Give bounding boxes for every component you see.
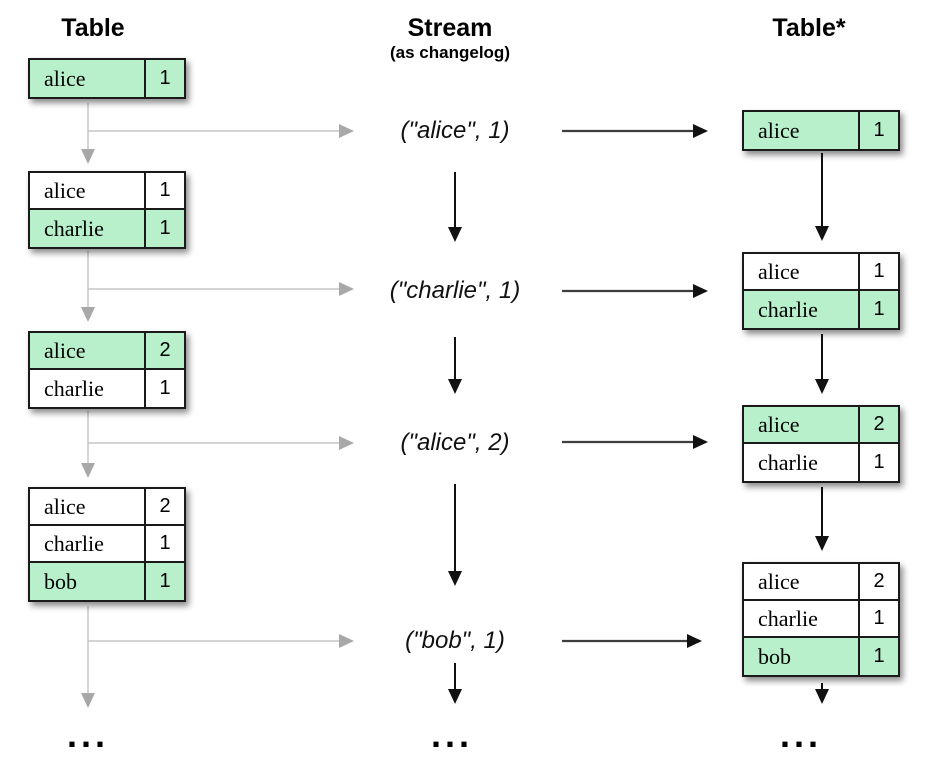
row-key: alice [758,411,800,437]
row-key: charlie [44,375,104,401]
table-row-charlie: charlie 1 [30,526,184,563]
row-value: 1 [858,291,898,328]
row-key: alice [758,117,800,143]
row-value: 1 [858,254,898,289]
right-table-3: alice 2 charlie 1 [742,405,900,483]
right-column-ellipsis: ... [779,714,823,755]
table-row-alice: alice 2 [30,333,184,370]
row-key: charlie [758,296,818,322]
row-key: bob [758,643,791,669]
table-row-charlie: charlie 1 [744,291,898,328]
row-key: charlie [44,530,104,556]
row-value: 2 [858,564,898,599]
row-key: alice [758,258,800,284]
stream-column-title: Stream [407,14,493,42]
row-value: 1 [144,60,184,97]
stream-event-1: ("alice", 1) [400,117,510,144]
table-row-charlie: charlie 1 [744,601,898,638]
table-row-alice: alice 1 [744,112,898,149]
stream-column-subtitle: (as changelog) [390,43,510,62]
table-row-alice: alice 1 [30,60,184,97]
left-table-3: alice 2 charlie 1 [28,331,186,409]
left-table-2: alice 1 charlie 1 [28,171,186,249]
right-table-4: alice 2 charlie 1 bob 1 [742,562,900,677]
row-key: charlie [758,605,818,631]
row-value: 1 [144,526,184,561]
row-value: 1 [858,444,898,481]
row-value: 1 [144,370,184,407]
right-column-title: Table* [772,14,846,42]
row-key: alice [758,568,800,594]
right-table-1: alice 1 [742,110,900,151]
table-row-alice: alice 2 [744,564,898,601]
row-value: 1 [858,638,898,675]
row-value: 1 [858,601,898,636]
row-key: charlie [44,215,104,241]
table-row-alice: alice 2 [744,407,898,444]
row-value: 2 [144,333,184,368]
row-value: 1 [858,112,898,149]
stream-event-3: ("alice", 2) [400,429,510,456]
left-column-ellipsis: ... [66,714,110,755]
stream-column-ellipsis: ... [430,714,474,755]
row-value: 2 [144,489,184,524]
stream-event-2: ("charlie", 1) [389,277,521,304]
table-row-charlie: charlie 1 [30,370,184,407]
row-key: bob [44,568,77,594]
table-row-charlie: charlie 1 [30,210,184,247]
row-key: alice [44,337,86,363]
row-value: 2 [858,407,898,442]
left-column-title: Table [61,14,125,42]
table-row-bob: bob 1 [744,638,898,675]
row-value: 1 [144,210,184,247]
row-value: 1 [144,173,184,208]
right-table-2: alice 1 charlie 1 [742,252,900,330]
row-key: charlie [758,449,818,475]
left-table-4: alice 2 charlie 1 bob 1 [28,487,186,602]
row-value: 1 [144,563,184,600]
table-row-alice: alice 2 [30,489,184,526]
row-key: alice [44,65,86,91]
row-key: alice [44,177,86,203]
table-row-charlie: charlie 1 [744,444,898,481]
left-table-1: alice 1 [28,58,186,99]
table-row-bob: bob 1 [30,563,184,600]
stream-event-4: ("bob", 1) [405,627,505,654]
table-row-alice: alice 1 [30,173,184,210]
table-row-alice: alice 1 [744,254,898,291]
row-key: alice [44,493,86,519]
